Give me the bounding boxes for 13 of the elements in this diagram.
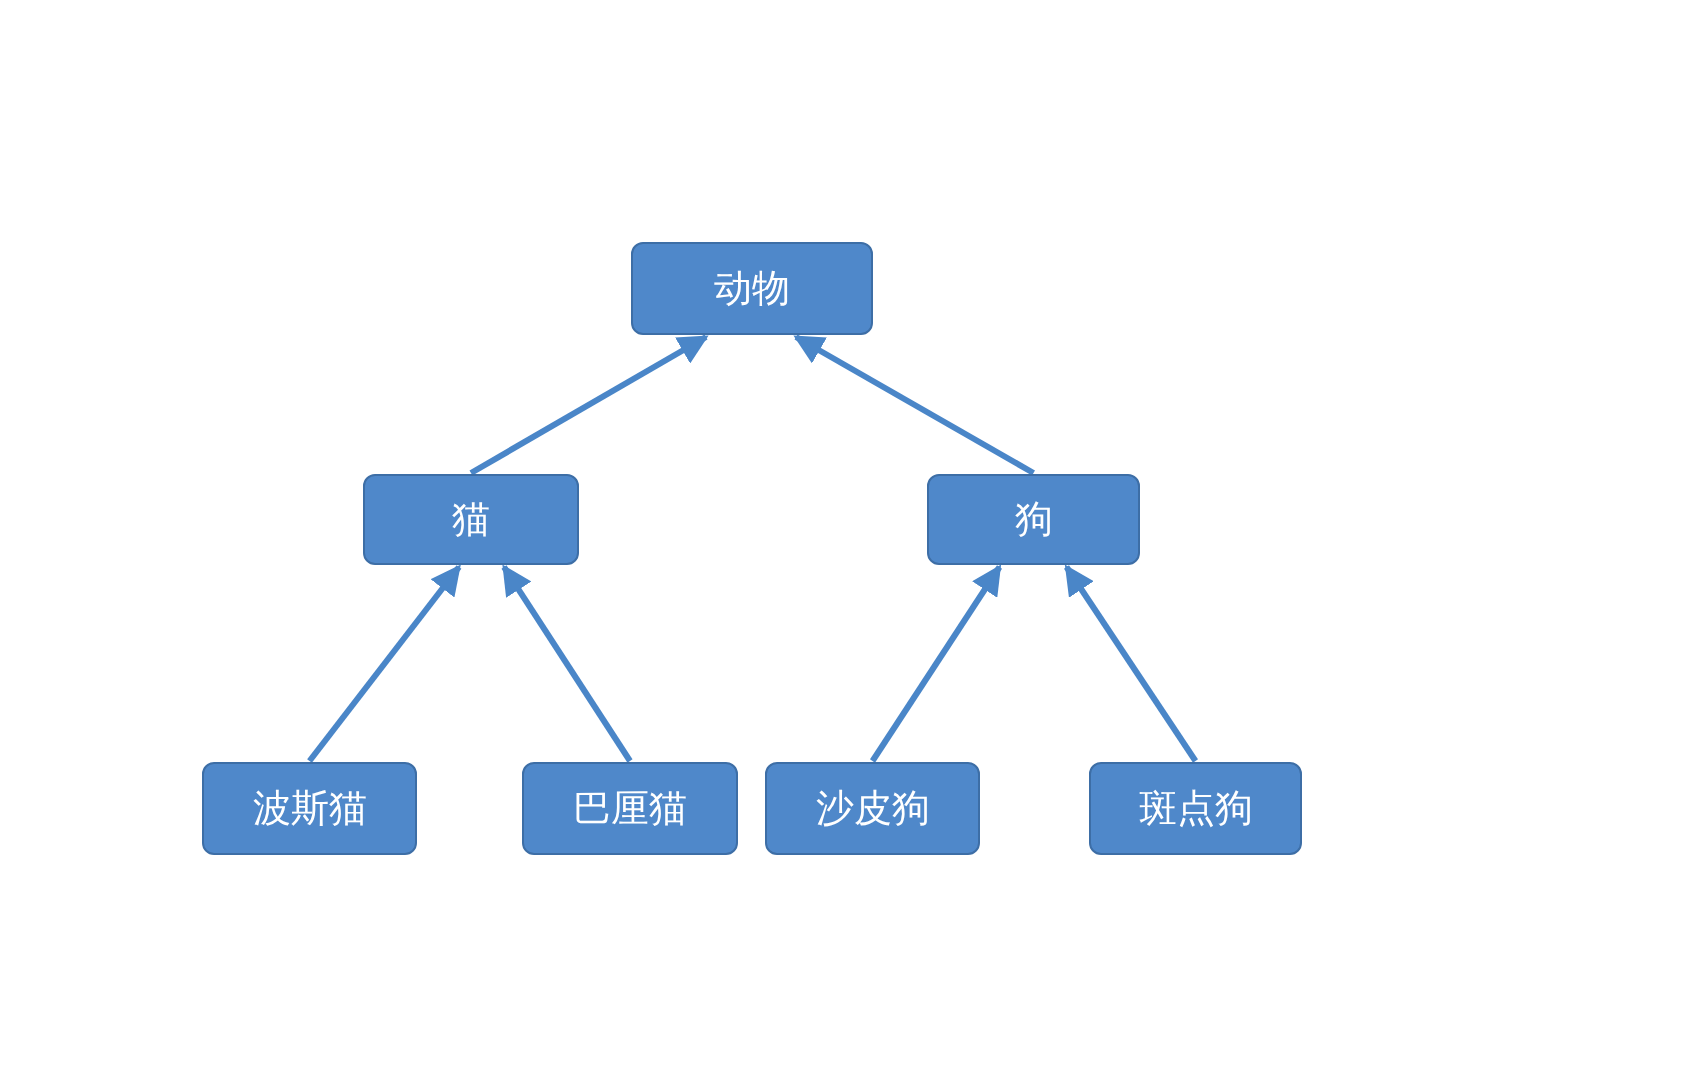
category-box: 动物 [631, 242, 873, 335]
category-box: 波斯猫 [202, 762, 417, 855]
arrow [501, 564, 633, 763]
category-box: 沙皮狗 [765, 762, 980, 855]
category-box: 巴厘猫 [522, 762, 738, 855]
category-box: 狗 [927, 474, 1140, 565]
arrow [469, 334, 709, 476]
category-box: 猫 [363, 474, 579, 565]
category-box: 斑点狗 [1089, 762, 1302, 855]
arrow [870, 564, 1002, 763]
arrow [1064, 564, 1198, 763]
arrow [793, 334, 1035, 476]
arrow [307, 564, 462, 763]
